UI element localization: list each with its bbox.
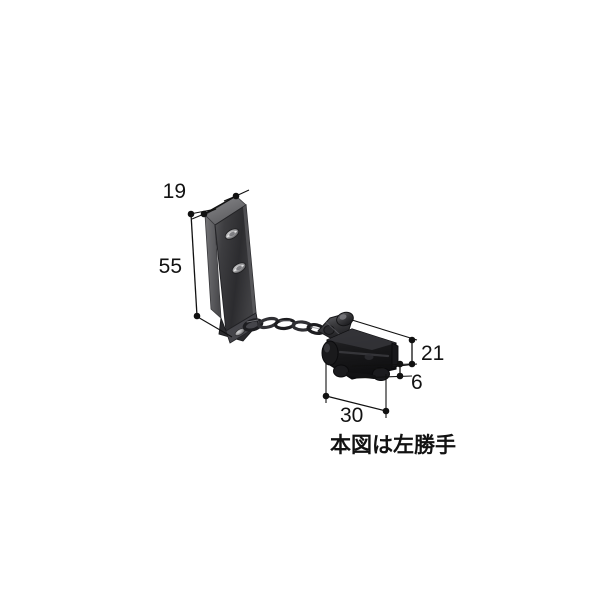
dimension-55-label: 55 (159, 255, 182, 278)
dim-dot (396, 360, 404, 368)
dim-dot (382, 407, 390, 415)
dim-dot (187, 210, 195, 218)
dimension-30-label: 30 (340, 404, 363, 427)
dimension-30: 30 (322, 362, 390, 427)
bracket-plate (204, 195, 259, 344)
drawing-caption: 本図は左勝手 (330, 433, 456, 457)
dimension-55: 55 (159, 208, 233, 338)
dimension-19: 19 (163, 180, 250, 220)
bracket-screw-hole-upper (224, 228, 240, 240)
dim-dot (396, 372, 404, 380)
lock-body (321, 328, 399, 381)
dimension-6: 6 (351, 360, 423, 394)
dimension-21-label: 21 (421, 342, 444, 365)
dim-dot (200, 210, 208, 218)
bracket-screw-hole-lower (231, 262, 247, 274)
chain-highlights (246, 319, 321, 330)
dimension-6-label: 6 (411, 371, 423, 394)
knob-pivot-pin (323, 325, 335, 335)
lock-body-nose (321, 340, 339, 366)
bracket-plate-highlight (243, 205, 256, 314)
dimension-21: 21 (351, 319, 444, 370)
dimension-19-label: 19 (163, 180, 186, 203)
dim-dot (408, 336, 416, 344)
lock-body-foot-left (333, 364, 349, 378)
dim-dot (322, 392, 330, 400)
dim-dot (193, 312, 201, 320)
dim-dot (232, 192, 240, 200)
